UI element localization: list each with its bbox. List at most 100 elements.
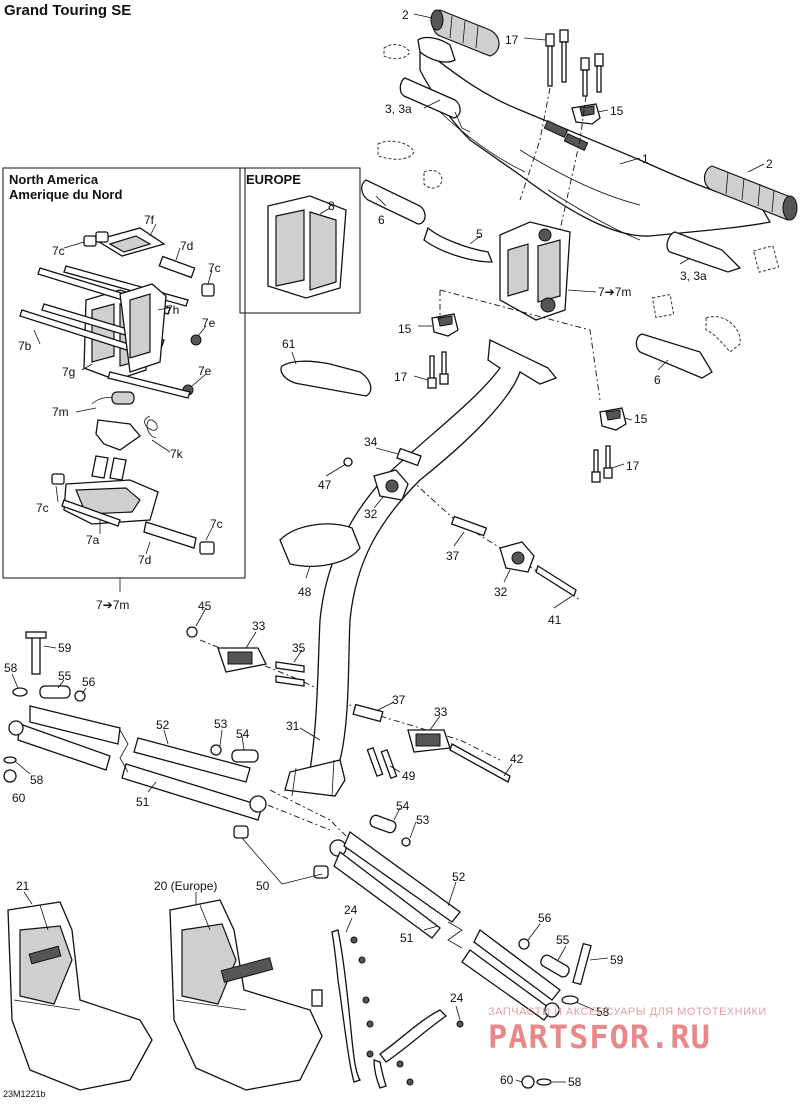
callout-41: 41 xyxy=(548,613,562,627)
reference-code: 23M1221b xyxy=(3,1089,46,1099)
tie-rod-52-left xyxy=(29,705,251,783)
rod-end-right xyxy=(544,1002,560,1018)
bolt-7a xyxy=(61,499,121,527)
handlebar-riser-main xyxy=(499,221,571,321)
bolt-7b-low xyxy=(107,371,191,399)
callout-52: 52 xyxy=(452,870,466,884)
bolts-17-low xyxy=(591,445,613,483)
nut-56-right xyxy=(518,938,530,950)
callout-32: 32 xyxy=(364,507,378,521)
callout-15: 15 xyxy=(398,322,412,336)
callout-15: 15 xyxy=(610,104,624,118)
bolts-49 xyxy=(366,746,398,780)
callout-33: 33 xyxy=(252,619,266,633)
nut-56-left xyxy=(74,690,86,702)
europe-inset-box xyxy=(239,167,361,314)
sleeve-ghost-6 xyxy=(705,316,741,353)
callout-34: 34 xyxy=(364,435,378,449)
sleeve-ghost-3 xyxy=(423,169,443,189)
callout-49: 49 xyxy=(402,769,416,783)
nut-7e-top xyxy=(190,334,202,346)
inset-europe-title: EUROPE xyxy=(246,172,301,187)
ball-joint-54-right xyxy=(369,814,397,834)
washer-58-right-low xyxy=(536,1078,552,1086)
spring-7k xyxy=(144,415,158,439)
sleeve-ghost-5 xyxy=(651,294,675,318)
north-america-inset-box xyxy=(2,167,246,579)
callout-17: 17 xyxy=(505,33,519,47)
callout-31: 31 xyxy=(286,719,300,733)
watermark-brand: PARTSFOR.RU xyxy=(488,1018,711,1056)
callout-6: 6 xyxy=(654,373,661,387)
callout-45: 45 xyxy=(198,599,212,613)
sleeve-37-b xyxy=(352,703,384,723)
bushing-33-b xyxy=(407,729,451,753)
callout-7b: 7b xyxy=(18,339,32,353)
callout-21: 21 xyxy=(16,879,30,893)
callout-7k: 7k xyxy=(170,447,184,461)
bushing-33-a xyxy=(217,647,267,673)
grip-sleeve-left xyxy=(361,179,426,225)
callout-55: 55 xyxy=(556,933,570,947)
grip-sleeve-right xyxy=(635,333,713,379)
washer-58-left xyxy=(12,687,28,697)
riser-7h xyxy=(119,283,167,373)
callout-2: 2 xyxy=(766,157,773,171)
bolt-42 xyxy=(449,743,511,783)
callout-48: 48 xyxy=(298,585,312,599)
callout-55: 55 xyxy=(58,669,72,683)
diagram-title: Grand Touring SE xyxy=(4,2,132,19)
callout-56: 56 xyxy=(538,911,552,925)
rod-end-left xyxy=(8,720,24,736)
bushing-50-a xyxy=(233,825,249,839)
sleeve-37-a xyxy=(450,515,488,537)
handlebar-end-left xyxy=(417,36,456,63)
callout-7e: 7e xyxy=(202,316,216,330)
callout-42: 42 xyxy=(510,752,524,766)
washer-58-right xyxy=(561,995,579,1005)
callout-1: 1 xyxy=(642,152,649,166)
callout-54: 54 xyxy=(236,727,250,741)
clamp-15-low xyxy=(599,407,627,431)
pin-7d-low xyxy=(143,521,197,549)
harness-24-b xyxy=(373,1009,464,1089)
heater-wire-left xyxy=(454,111,471,133)
bolts-17-top xyxy=(545,29,604,97)
callout-7c: 7c xyxy=(210,517,223,531)
spring-35 xyxy=(275,661,305,687)
sleeve-ghost-1 xyxy=(383,44,411,60)
callout-7-7m: 7➔7m xyxy=(598,285,631,299)
pin-7d-top xyxy=(158,255,196,279)
bushing-32-b xyxy=(499,541,535,573)
callout-7f: 7f xyxy=(144,213,155,227)
callout-3-3a: 3, 3a xyxy=(385,102,412,116)
callout-33: 33 xyxy=(434,705,448,719)
callout-35: 35 xyxy=(292,641,306,655)
clamp-15-mid xyxy=(431,313,459,337)
nut-60-right xyxy=(521,1075,535,1089)
caps-7c-low xyxy=(51,473,215,555)
callout-7d: 7d xyxy=(138,553,151,567)
ball-joint-55-right xyxy=(540,954,570,978)
callout-58: 58 xyxy=(30,773,44,787)
cover-21 xyxy=(7,901,153,1091)
callout-7-7m: 7➔7m xyxy=(96,598,129,612)
callout-56: 56 xyxy=(82,675,96,689)
bushing-50-b xyxy=(313,865,329,879)
cover-48 xyxy=(279,523,361,567)
callout-37: 37 xyxy=(392,693,406,707)
bolt-59-left-head xyxy=(25,631,47,639)
callout-2: 2 xyxy=(402,8,409,22)
sleeve-ghost-4 xyxy=(752,245,780,273)
callout-5: 5 xyxy=(476,227,483,241)
leader-lines xyxy=(11,13,765,1083)
callout-53: 53 xyxy=(416,813,430,827)
nut-53-right xyxy=(401,837,411,847)
ball-joint-54-left xyxy=(231,749,259,763)
bolts-17-mid xyxy=(427,351,449,389)
callout-58: 58 xyxy=(568,1075,582,1089)
callout-7c: 7c xyxy=(52,244,65,258)
bushing-32-a xyxy=(373,469,409,501)
